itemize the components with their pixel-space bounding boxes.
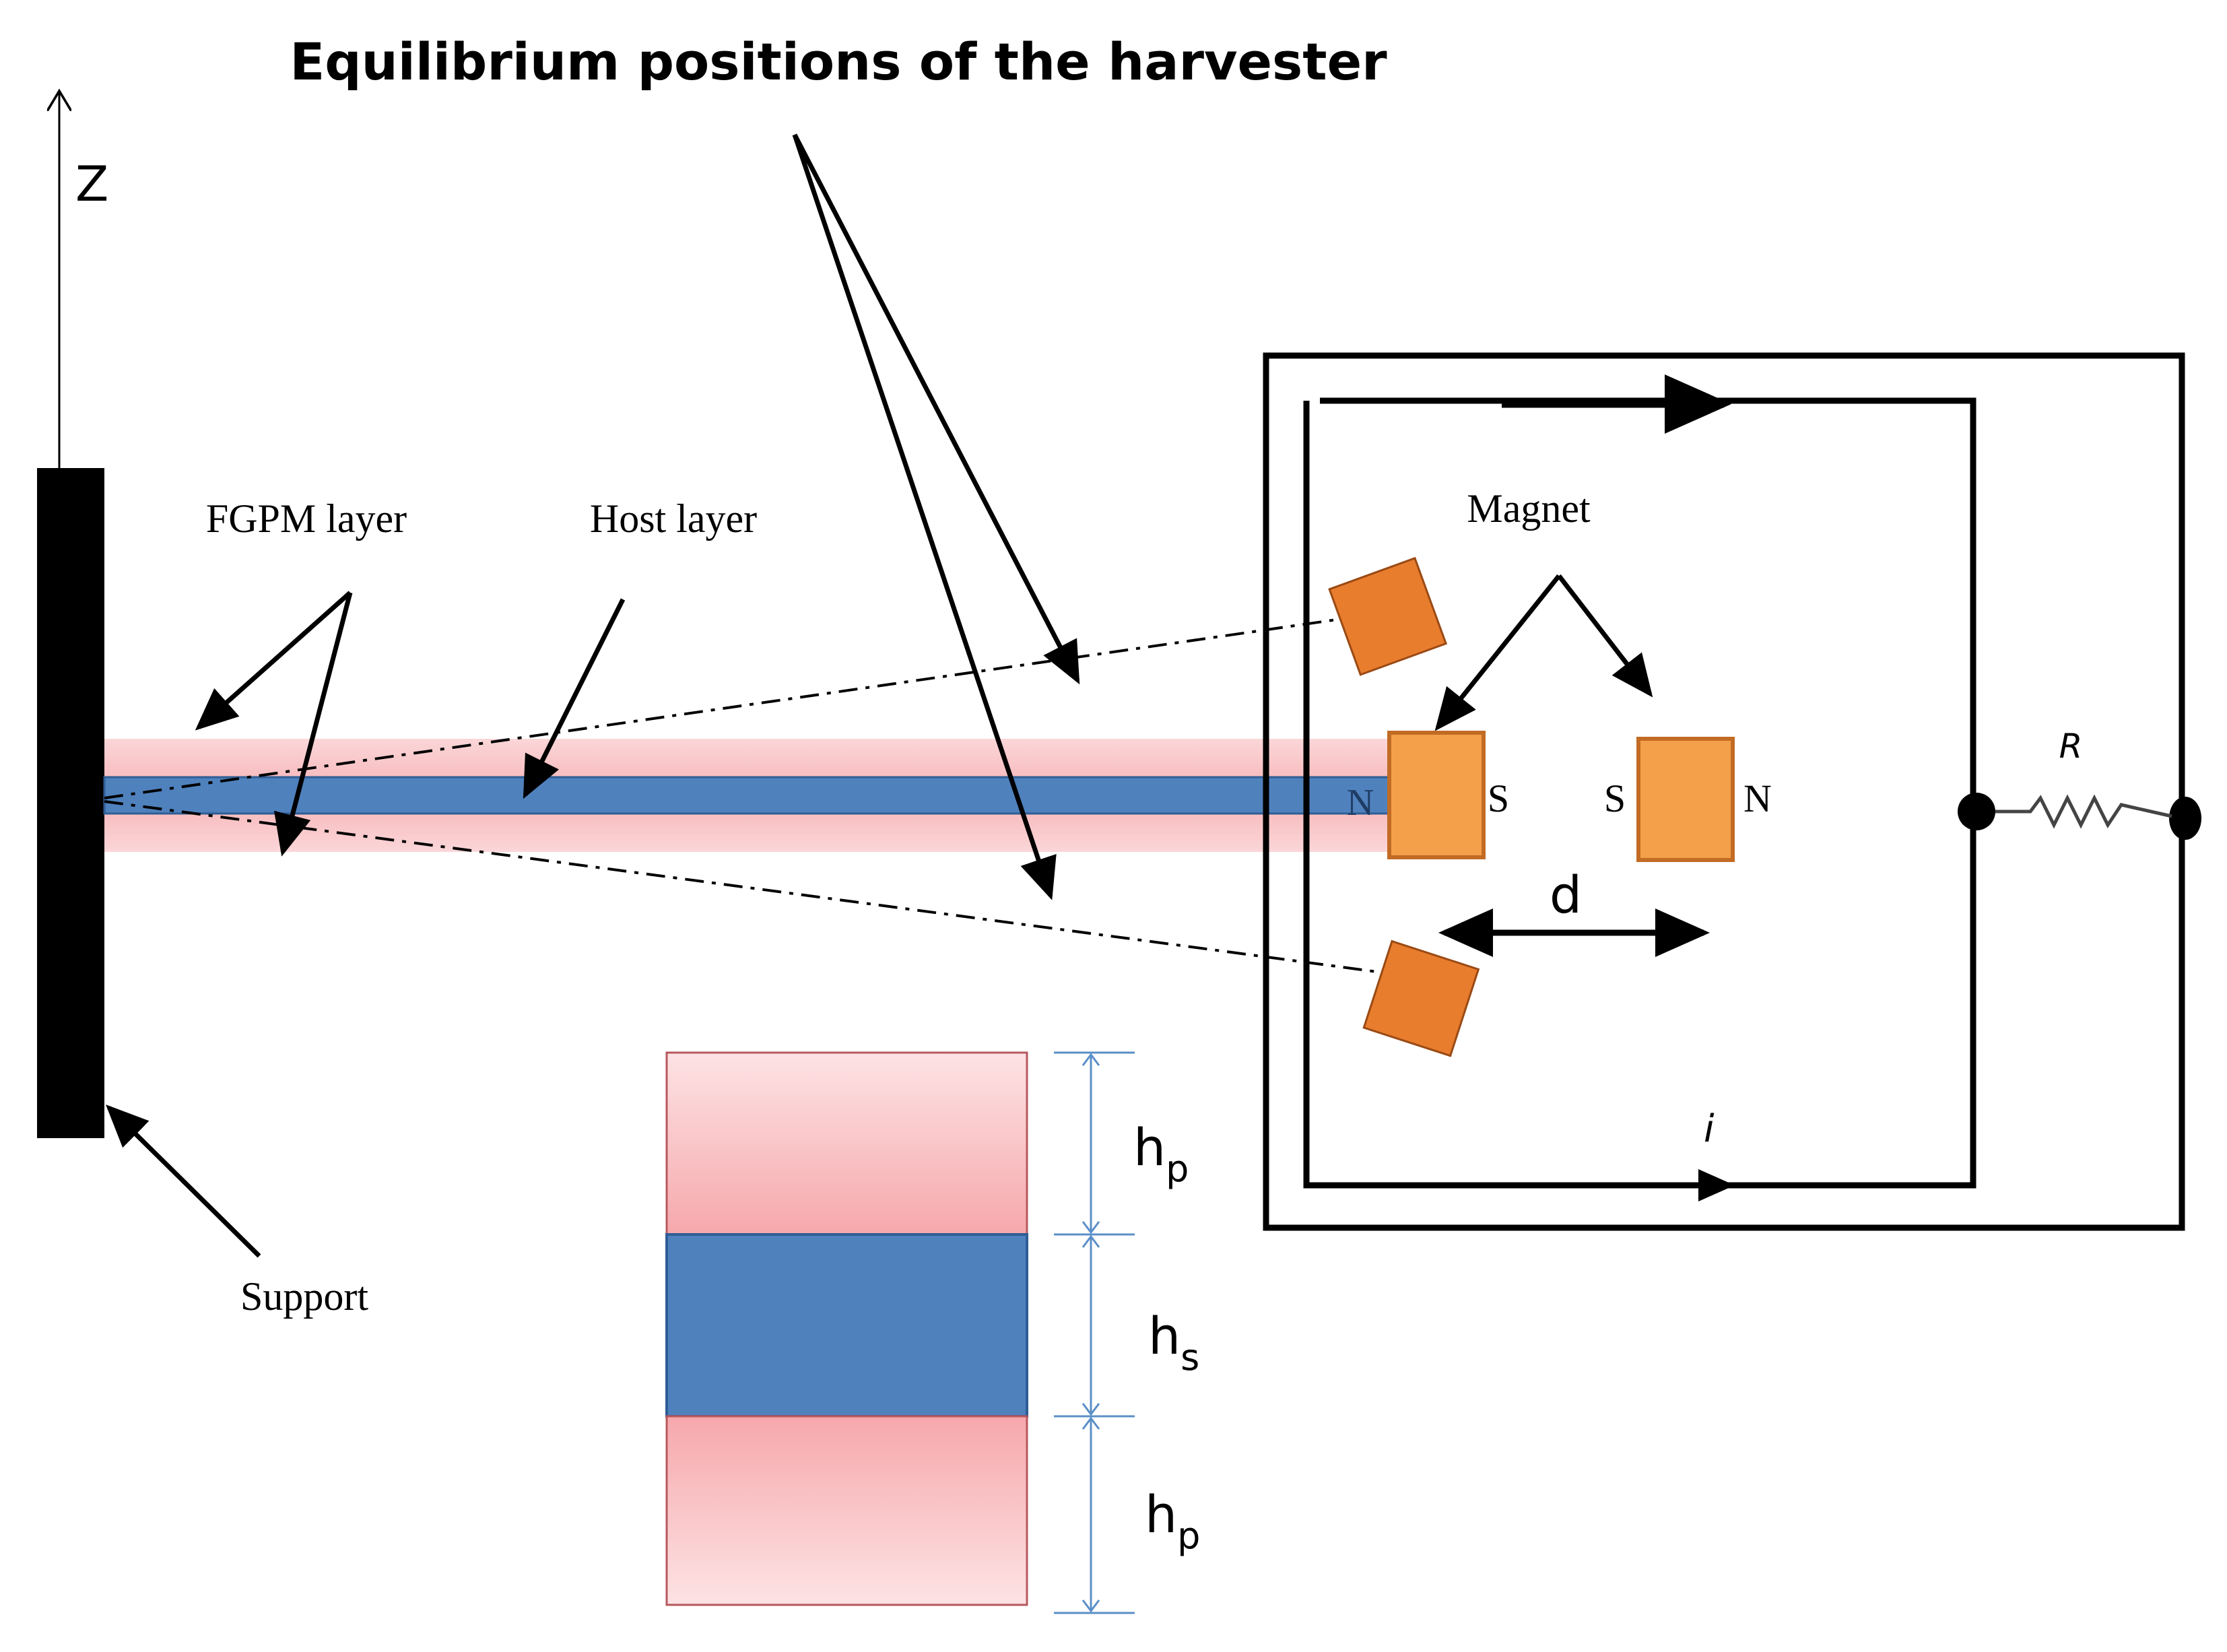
fixed-magnet <box>1636 737 1735 862</box>
cross-section-top-fgpm <box>665 1051 1028 1236</box>
thickness-label-bottom: hp <box>1145 1484 1200 1557</box>
terminal-icon <box>2169 797 2201 840</box>
equilibrium-pointer-arrows <box>792 133 1080 900</box>
fixed-magnet-pole-n: N <box>1743 777 1772 820</box>
cross-section-host <box>665 1233 1028 1418</box>
fgpm-pointer-arrows <box>195 591 353 857</box>
tip-magnet-pole-n: N <box>1347 782 1374 824</box>
arrow-icon <box>1434 574 1561 731</box>
host-layer-beam <box>103 776 1392 815</box>
arrow-icon <box>1557 574 1653 698</box>
thickness-label-mid: hs <box>1148 1306 1199 1379</box>
tip-magnet-lower-position <box>1362 939 1480 1057</box>
diagram-title: Equilibrium positions of the harvester <box>290 32 1387 92</box>
support-label: Support <box>240 1274 368 1319</box>
gap-distance-label: d <box>1550 865 1582 925</box>
cross-section <box>665 1051 1028 1606</box>
arrow-icon <box>195 591 352 731</box>
support-clamp <box>37 468 104 1138</box>
tip-magnet-upper-position <box>1328 556 1448 676</box>
arrow-icon <box>273 592 353 857</box>
fixed-magnet-pole-s: S <box>1604 777 1626 820</box>
resistor-label: R <box>2059 727 2083 766</box>
host-pointer-arrow <box>523 598 626 799</box>
fgpm-layer-label: FGPM layer <box>206 496 407 541</box>
thickness-label-top: hp <box>1133 1117 1189 1190</box>
resistor-icon <box>1995 794 2172 829</box>
support-pointer-arrow <box>106 1104 261 1258</box>
tip-magnet <box>1387 731 1486 859</box>
arrow-icon <box>792 133 1080 685</box>
cross-section-bottom-fgpm <box>665 1415 1028 1606</box>
thickness-dimensions <box>1054 1051 1135 1614</box>
arrow-icon <box>792 133 1057 900</box>
terminal-icon <box>1958 793 1995 830</box>
magnet-label: Magnet <box>1467 486 1591 531</box>
z-axis-label: Z <box>75 156 108 212</box>
circuit-inner-loop <box>1303 397 1976 1189</box>
circuit-outer-frame <box>1263 352 2185 1231</box>
tip-magnet-pole-s: S <box>1488 777 1509 820</box>
current-label: i <box>1704 1107 1715 1151</box>
magnet-pointer-arrows <box>1434 574 1653 731</box>
resistor-branch <box>1958 793 2201 840</box>
equilibrium-line-upper <box>104 618 1337 799</box>
host-layer-label: Host layer <box>590 496 757 541</box>
